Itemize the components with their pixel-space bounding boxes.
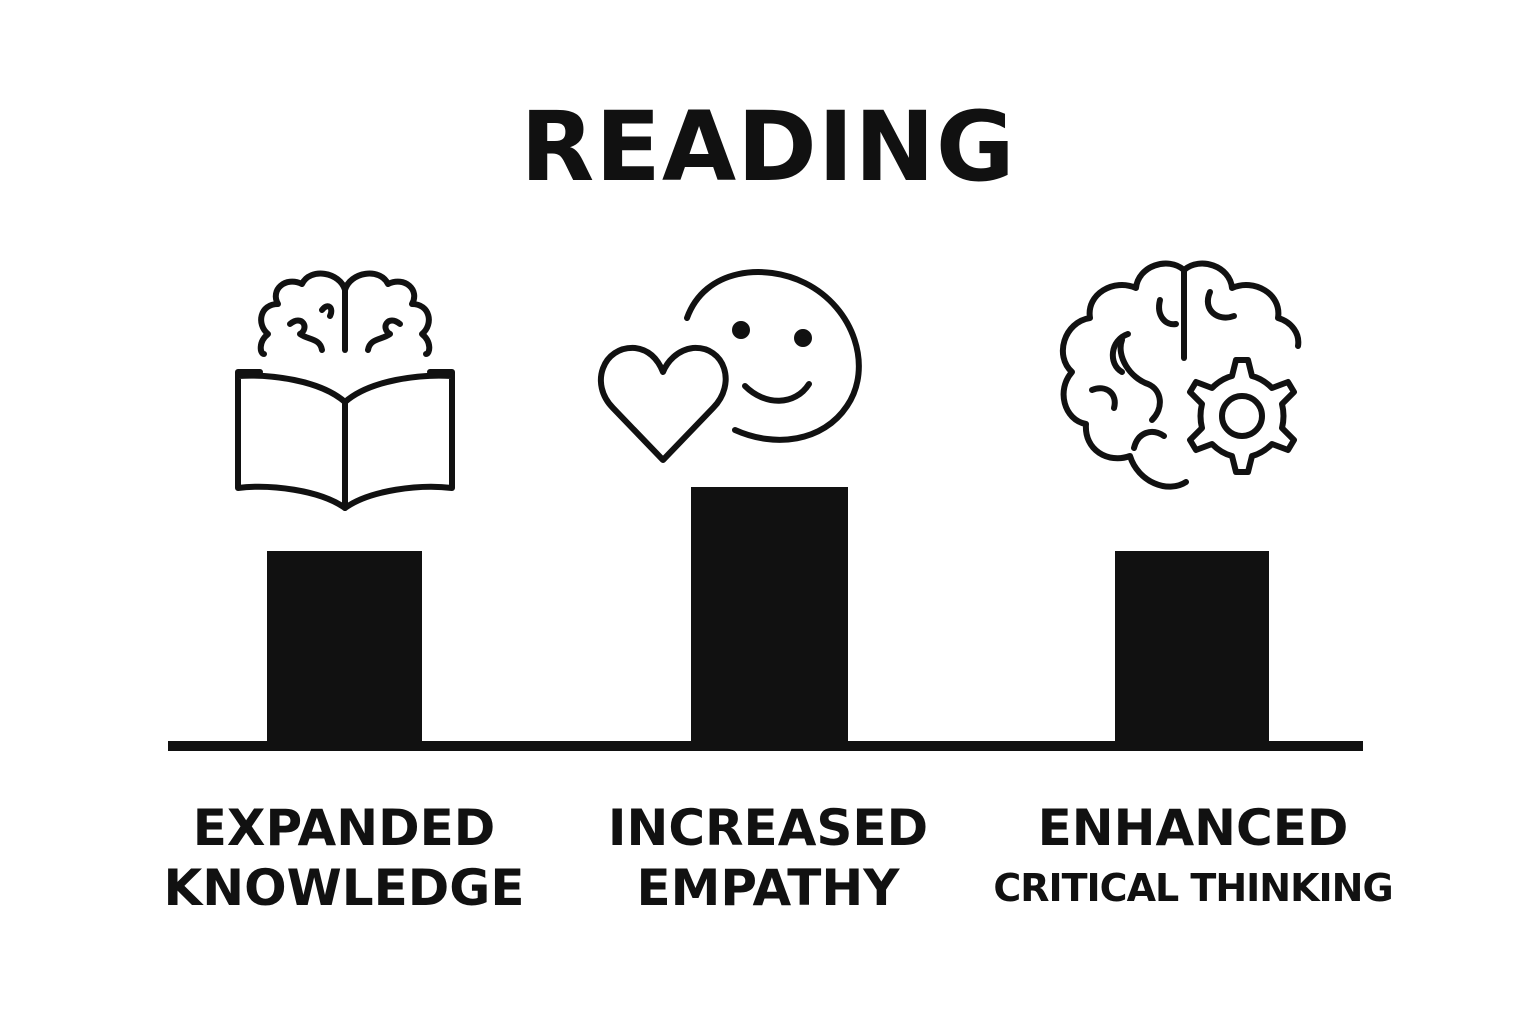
label-enhanced-critical-thinking: ENHANCED CRITICAL THINKING: [983, 798, 1403, 918]
bar-increased-empathy: [691, 487, 848, 744]
brain-gear-icon: [1056, 260, 1326, 510]
bar-expanded-knowledge: [267, 551, 422, 744]
baseline: [168, 741, 1363, 751]
label-line: EMPATHY: [636, 859, 900, 917]
label-line: KNOWLEDGE: [163, 859, 525, 917]
bar-enhanced-critical-thinking: [1115, 551, 1269, 744]
heart-smiley-icon: [595, 258, 875, 473]
diagram-title: READING: [520, 91, 1016, 203]
label-line: INCREASED: [607, 799, 929, 857]
label-line: CRITICAL THINKING: [993, 866, 1393, 910]
label-line: EXPANDED: [192, 799, 496, 857]
label-expanded-knowledge: EXPANDED KNOWLEDGE: [142, 798, 546, 918]
label-line: ENHANCED: [1037, 799, 1349, 857]
label-increased-empathy: INCREASED EMPATHY: [568, 798, 968, 918]
brain-book-icon: [230, 262, 460, 512]
